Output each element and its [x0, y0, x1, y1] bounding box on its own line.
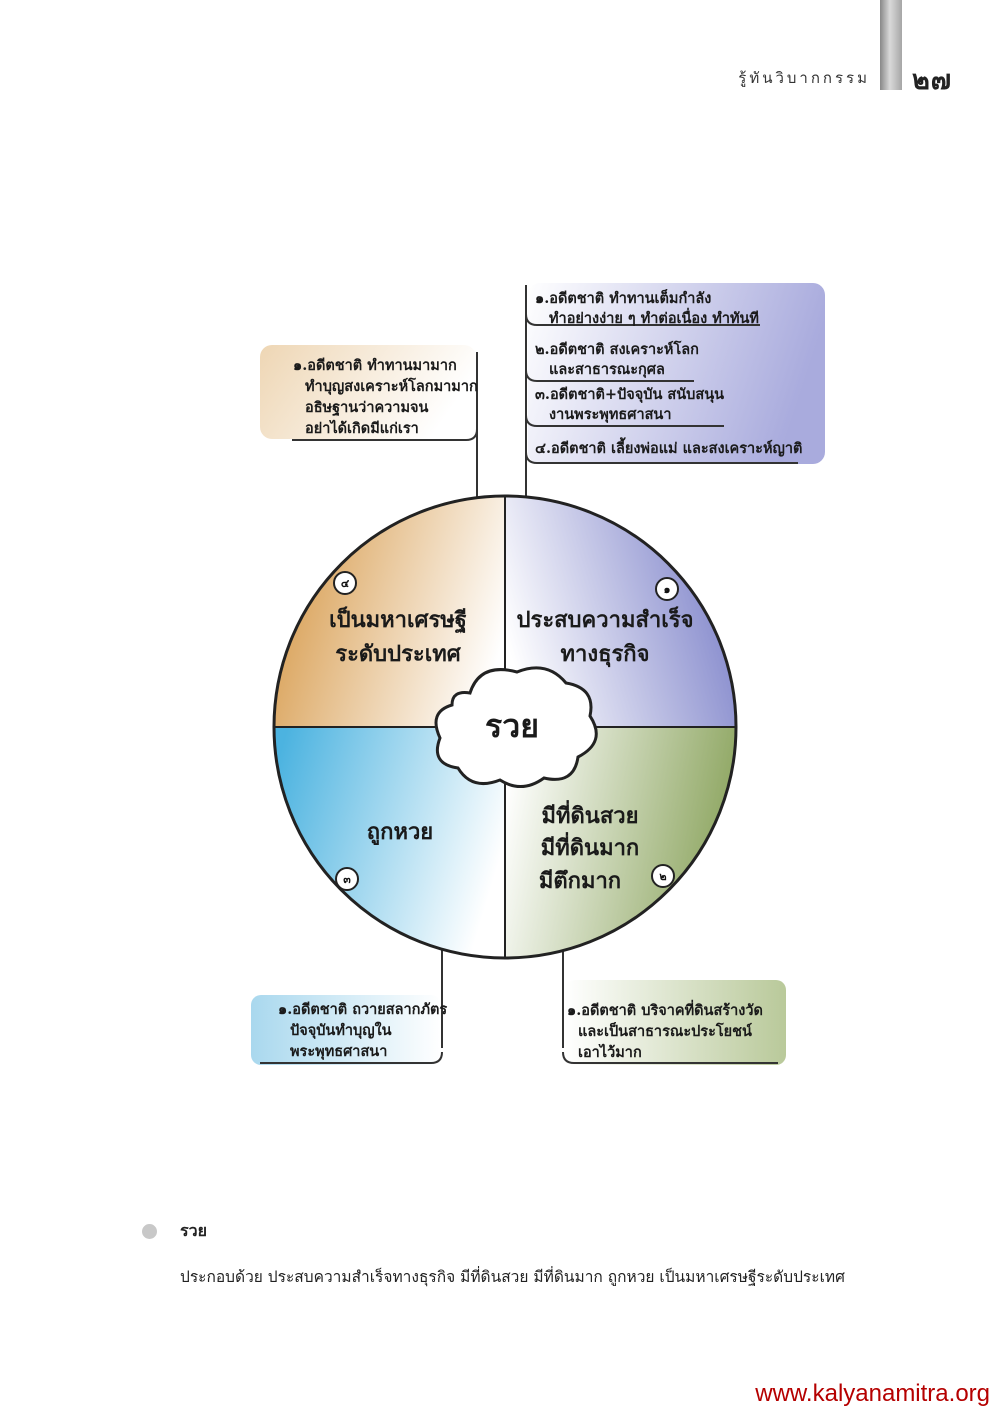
quadrant-2-label: มีที่ดินมาก — [541, 831, 640, 861]
callout-text: และเป็นสาธารณะประโยชน์ — [578, 1021, 752, 1040]
callout-text: งานพระพุทธศาสนา — [549, 406, 672, 423]
callout-bottom-left: ๑.อดีตชาติ ถวายสลากภัตร ปัจจุบันทำบุญใน … — [251, 995, 447, 1065]
header-tab-bar — [880, 0, 902, 90]
callout-top-right: ๑.อดีตชาติ ทำทานเต็มกำลัง ทำอย่างง่าย ๆ … — [525, 283, 825, 464]
callout-text: ทำอย่างง่าย ๆ ทำต่อเนื่อง ทำทันที — [549, 307, 759, 327]
callout-text: พระพุทธศาสนา — [290, 1043, 387, 1060]
badge-2-label: ๒ — [659, 870, 666, 883]
callout-bottom-left-underline — [260, 1051, 443, 1064]
badge-3: ๓ — [335, 867, 359, 891]
badge-4-label: ๔ — [341, 577, 350, 590]
quadrant-2-label: มีที่ดินสวย — [541, 799, 638, 829]
quadrant-1-fill — [505, 496, 736, 727]
badge-2: ๒ — [651, 864, 675, 888]
callout-text: ๑.อดีตชาติ ถวายสลากภัตร — [278, 1001, 447, 1018]
callout-top-right-line-3 — [525, 414, 724, 427]
page-number: ๒๗ — [912, 65, 953, 96]
callout-bottom-left-box — [251, 995, 441, 1065]
badge-4: ๔ — [333, 571, 357, 595]
quadrant-2-fill — [505, 727, 736, 958]
callout-text: อย่าได้เกิดมีแก่เรา — [305, 419, 419, 437]
callout-top-left-box — [260, 345, 476, 439]
callout-bottom-right-underline — [562, 1051, 778, 1064]
callout-top-right-line-1 — [525, 313, 760, 326]
section-heading: รวย — [180, 1221, 207, 1240]
quadrant-2-label: มีตึกมาก — [539, 868, 621, 894]
callout-top-left-underline — [292, 428, 478, 441]
quadrant-1-label: ทางธุรกิจ — [560, 641, 649, 668]
quadrant-1-label: ประสบความสำเร็จ — [517, 605, 694, 633]
badge-1: ๑ — [655, 577, 679, 601]
callout-text: ทำบุญสงเคราะห์โลกมามาก — [305, 377, 478, 395]
circle-quadrants — [272, 494, 738, 960]
callout-top-right-line-2 — [525, 369, 694, 382]
callout-text: ๓.อดีตชาติ+ปัจจุบัน สนับสนุน — [535, 386, 724, 403]
callout-text: ๑.อดีตชาติ ทำทานเต็มกำลัง — [535, 288, 711, 307]
callout-top-left: ๑.อดีตชาติ ทำทานมามาก ทำบุญสงเคราะห์โลกม… — [260, 345, 478, 441]
quadrant-3-label: ถูกหวย — [367, 819, 433, 846]
callout-bottom-right-box — [565, 980, 786, 1065]
callout-text: ๑.อดีตชาติ บริจาคที่ดินสร้างวัด — [567, 999, 763, 1019]
callout-bottom-right: ๑.อดีตชาติ บริจาคที่ดินสร้างวัด และเป็นส… — [562, 980, 786, 1065]
quadrant-4-label: เป็นมหาเศรษฐี — [329, 605, 467, 634]
callout-text: ๔.อดีตชาติ เลี้ยงพ่อแม่ และสงเคราะห์ญาติ — [535, 437, 802, 457]
quadrant-4-label: ระดับประเทศ — [335, 641, 462, 667]
callout-text: เอาไว้มาก — [578, 1043, 642, 1061]
quadrant-4-fill — [274, 496, 505, 727]
footer-url: www.kalyanamitra.org — [755, 1380, 990, 1407]
badge-1-label: ๑ — [664, 583, 671, 596]
book-title: รู้ทันวิบากกรรม — [738, 69, 870, 87]
callout-text: อธิษฐานว่าความจน — [305, 399, 428, 417]
section-summary: ประกอบด้วย ประสบความสำเร็จทางธุรกิจ มีที… — [180, 1268, 845, 1286]
center-label: รวย — [485, 707, 539, 745]
wealth-diagram: ๑.อดีตชาติ ทำทานมามาก ทำบุญสงเคราะห์โลกม… — [251, 283, 825, 1065]
quadrant-3-fill — [274, 727, 505, 958]
callout-top-right-line-4 — [525, 451, 798, 464]
cloud-icon — [434, 666, 598, 788]
callout-text: ปัจจุบันทำบุญใน — [290, 1021, 392, 1039]
badge-3-label: ๓ — [343, 873, 351, 886]
bullet-icon — [142, 1224, 157, 1239]
center-cloud: รวย — [434, 666, 598, 788]
callout-text: ๑.อดีตชาติ ทำทานมามาก — [293, 357, 457, 374]
callout-text: ๒.อดีตชาติ สงเคราะห์โลก — [535, 340, 699, 358]
callout-text: และสาธารณะกุศล — [549, 361, 665, 378]
callout-top-right-box — [528, 283, 825, 464]
